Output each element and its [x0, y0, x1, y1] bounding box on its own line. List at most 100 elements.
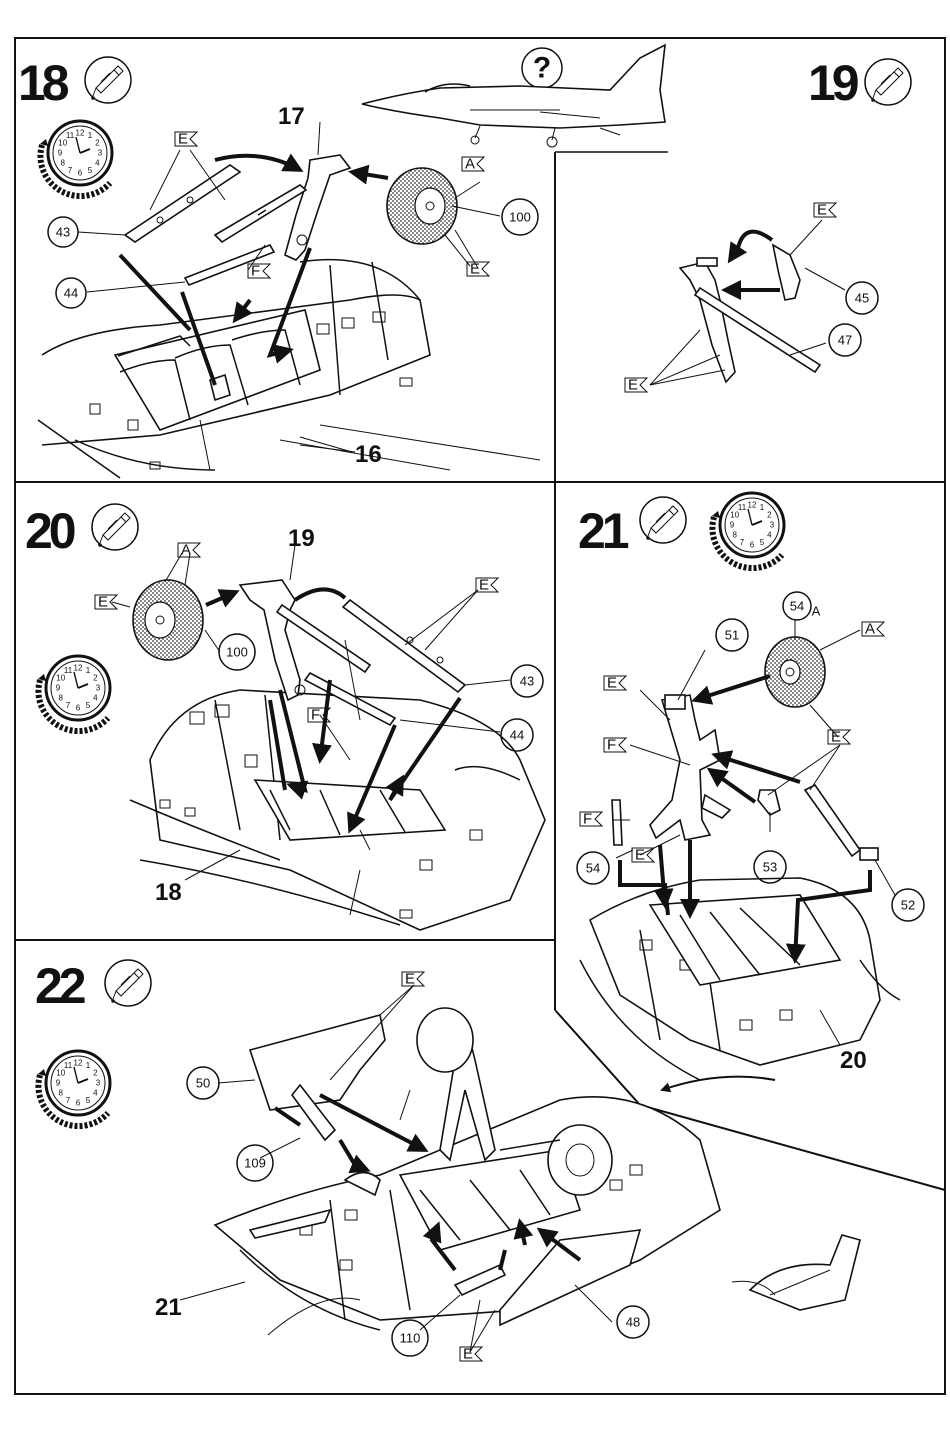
svg-text:E: E: [178, 131, 188, 148]
svg-text:E: E: [831, 729, 841, 746]
glue-tube-icon: [640, 497, 686, 543]
clock-numeral: 8: [58, 694, 63, 703]
step-number: 20: [25, 503, 75, 559]
svg-text:45: 45: [855, 291, 869, 306]
clock-numeral: 12: [748, 501, 757, 510]
clock-numeral: 9: [730, 521, 735, 530]
info-marker-glyph: ?: [533, 52, 551, 85]
step-19: 19 45 47 E E: [625, 55, 911, 394]
svg-text:52: 52: [901, 898, 915, 913]
part-43-callout: 43: [48, 217, 78, 247]
svg-text:F: F: [251, 263, 260, 280]
main-wheel: [133, 580, 203, 660]
aircraft-overview: ?: [362, 45, 665, 147]
clock-numeral: 5: [86, 701, 91, 710]
svg-text:E: E: [470, 261, 480, 278]
part-18-label: 18: [155, 879, 182, 906]
fuselage-underside-illustration: [215, 1097, 720, 1335]
clock-numeral: 12: [76, 129, 85, 138]
clock-numeral: 2: [93, 674, 98, 683]
clock-numeral: 1: [86, 1061, 91, 1070]
svg-text:F: F: [607, 737, 616, 754]
svg-text:E: E: [817, 202, 827, 219]
svg-text:A: A: [865, 621, 875, 638]
step-20: 20 121234567891011: [25, 503, 545, 930]
clock-numeral: 2: [767, 511, 772, 520]
clock-numeral: 1: [86, 666, 91, 675]
part-54-shape: [612, 800, 622, 845]
part-100-callout: 100: [502, 199, 538, 235]
clock-numeral: 3: [96, 1079, 101, 1088]
clock-numeral: 4: [93, 1089, 98, 1098]
sprue-flag-f: F: [580, 811, 602, 828]
svg-text:F: F: [311, 707, 320, 724]
svg-text:110: 110: [400, 1331, 421, 1346]
main-wheel: [387, 168, 457, 244]
clock-numeral: 6: [750, 541, 755, 550]
clock-numeral: 1: [88, 131, 93, 140]
part-48-callout: 48: [617, 1306, 649, 1338]
glue-tube-icon: [85, 57, 131, 103]
svg-text:100: 100: [226, 645, 248, 660]
sprue-flag-e: E: [632, 847, 654, 864]
clock-numeral: 1: [760, 503, 765, 512]
clock-numeral: 4: [767, 531, 772, 540]
sprue-flag-a: A: [462, 156, 484, 173]
part-44-callout: 44: [56, 278, 86, 308]
svg-text:E: E: [405, 971, 415, 988]
svg-text:E: E: [98, 594, 108, 611]
insert-arrow: [662, 1077, 775, 1090]
main-gear-strut: [240, 580, 370, 700]
svg-text:54: 54: [586, 861, 600, 876]
clock-numeral: 12: [74, 1059, 83, 1068]
clock-numeral: 3: [96, 684, 101, 693]
clock-numeral: 6: [76, 1099, 81, 1108]
sprue-flag-e: E: [460, 1346, 482, 1363]
svg-text:51: 51: [725, 628, 739, 643]
sprue-flag-f: F: [248, 263, 270, 280]
part-54a-callout: 54: [783, 592, 811, 620]
glue-tube-icon: [105, 960, 151, 1006]
nose-wheel: [765, 637, 825, 707]
sprue-flag-e: E: [625, 377, 647, 394]
clock-numeral: 2: [93, 1069, 98, 1078]
fuselage-illustration: [130, 690, 545, 930]
part-21-label: 21: [155, 1294, 182, 1321]
clock-numeral: 3: [770, 521, 775, 530]
part-51-callout: 51: [716, 619, 748, 651]
svg-text:47: 47: [838, 333, 852, 348]
sprue-flag-e: E: [175, 131, 197, 148]
glue-tube-icon: [865, 59, 911, 105]
svg-text:E: E: [607, 675, 617, 692]
clock-numeral: 5: [86, 1096, 91, 1105]
part-50-shape: [250, 1015, 385, 1110]
part-54-callout: 54: [577, 852, 609, 884]
clock-numeral: 6: [78, 169, 83, 178]
clock-numeral: 11: [66, 131, 75, 140]
sprue-flag-e: E: [828, 729, 850, 746]
svg-text:109: 109: [244, 1156, 266, 1171]
part-110-callout: 110: [392, 1320, 428, 1356]
svg-text:43: 43: [520, 674, 534, 689]
clock-numeral: 11: [64, 1061, 73, 1070]
svg-text:43: 43: [56, 225, 70, 240]
clock-numeral: 7: [66, 701, 71, 710]
clock-numeral: 4: [95, 159, 100, 168]
sprue-flag-a: A: [178, 542, 200, 559]
clock-numeral: 5: [760, 538, 765, 547]
svg-text:50: 50: [196, 1076, 210, 1091]
sprue-flag-e: E: [467, 261, 489, 278]
svg-text:53: 53: [763, 860, 777, 875]
clock-numeral: 8: [732, 531, 737, 540]
clock-numeral: 7: [66, 1096, 71, 1105]
svg-text:E: E: [463, 1346, 473, 1363]
svg-text:44: 44: [510, 728, 524, 743]
part-19-label: 19: [288, 525, 315, 552]
clock-numeral: 9: [56, 1079, 61, 1088]
svg-text:44: 44: [64, 286, 78, 301]
